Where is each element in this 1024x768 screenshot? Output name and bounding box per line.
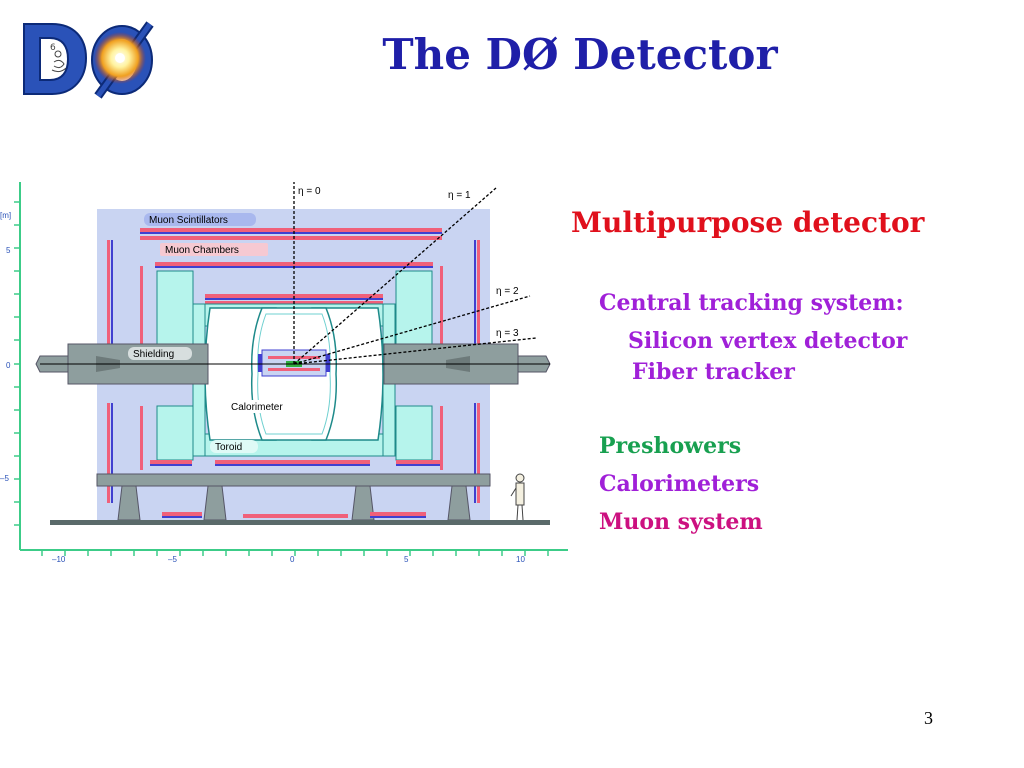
eta-label: η = 0 <box>298 186 321 197</box>
page-number: 3 <box>924 708 933 728</box>
side-muon-chambers <box>107 240 480 503</box>
central-tracking-label: Central tracking system: <box>599 290 904 316</box>
preshowers-label: Preshowers <box>599 433 742 459</box>
label-shielding: Shielding <box>133 349 174 360</box>
label-toroid: Toroid <box>215 442 242 453</box>
bottom-muon-chambers <box>150 460 440 466</box>
x-tick-label: –5 <box>168 555 177 564</box>
x-minor-ticks <box>41 550 549 556</box>
floor-chambers <box>162 512 426 518</box>
axis-unit-label: [m] <box>0 211 11 220</box>
eta-lines <box>293 182 537 365</box>
support-structure <box>96 473 491 521</box>
y-tick-label: –5 <box>0 474 9 483</box>
silicon-vertex-label: Silicon vertex detector <box>628 328 908 354</box>
y-minor-ticks <box>14 201 20 526</box>
y-tick-label: 0 <box>6 361 11 370</box>
eta-label: η = 1 <box>448 190 471 201</box>
person-figure <box>510 473 525 521</box>
floor <box>50 520 550 525</box>
d0-logo-icon: 6 <box>23 21 154 99</box>
heading-multipurpose: Multipurpose detector <box>571 206 925 239</box>
eta-label: η = 2 <box>496 286 519 297</box>
label-calorimeter: Calorimeter <box>231 402 283 413</box>
muon-system-label: Muon system <box>599 509 763 535</box>
fiber-tracker-label: Fiber tracker <box>632 359 795 385</box>
svg-text:6: 6 <box>50 43 56 53</box>
detector-diagram: [m] 5 0 –5 –10 –5 0 5 10 <box>0 182 568 564</box>
x-tick-label: 10 <box>516 555 525 564</box>
x-tick-label: 0 <box>290 555 295 564</box>
y-tick-label: 5 <box>6 246 11 255</box>
x-tick-label: 5 <box>404 555 409 564</box>
eta-label: η = 3 <box>496 328 519 339</box>
calorimeters-label: Calorimeters <box>599 471 760 497</box>
x-tick-label: –10 <box>52 555 66 564</box>
label-muon-chambers: Muon Chambers <box>165 245 239 256</box>
label-muon-scintillators: Muon Scintillators <box>149 215 228 226</box>
slide-title: The DØ Detector <box>382 30 778 79</box>
